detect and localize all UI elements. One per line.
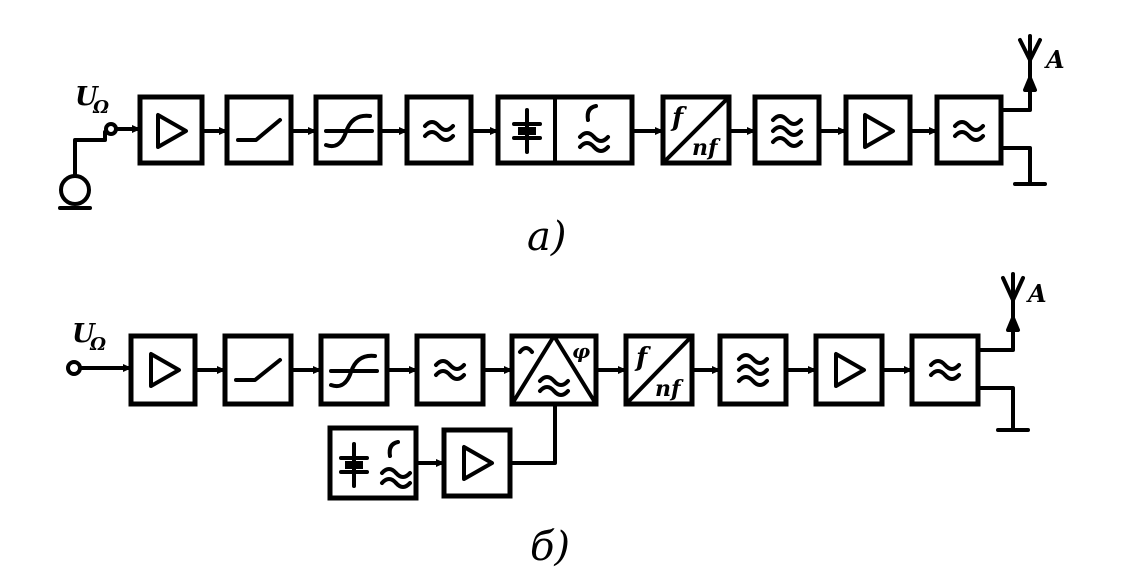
input-label-a: U: [75, 82, 99, 112]
amplifier-icon: [156, 113, 188, 149]
amplifier-icon: [462, 445, 494, 481]
multiplier-label-nf-a: nf: [692, 135, 721, 161]
multiplier-label-f-a: f: [670, 103, 687, 133]
generator-symbol: [59, 174, 91, 206]
input-subscript-b: Ω: [89, 334, 106, 355]
crystal-icon: [339, 442, 369, 488]
caption-a: a): [527, 214, 566, 260]
amplifier-icon: [863, 113, 895, 149]
generator-wave-icon: [380, 440, 412, 489]
bandpass-block-a: [752, 94, 822, 166]
diagram-b: U Ω φ f nf: [66, 272, 1047, 570]
limiter-block-a: [224, 94, 294, 166]
amplifier-block-b2: [813, 333, 885, 407]
caption-b: б): [530, 524, 570, 570]
filter-block-a1: [404, 94, 474, 166]
crystal-icon: [512, 108, 542, 154]
generator-wave-icon: [578, 104, 610, 153]
multiplier-label-nf-b: nf: [655, 376, 684, 402]
input-subscript-a: Ω: [92, 97, 109, 118]
antenna-symbol-b: [1001, 272, 1025, 302]
antenna-symbol-a: [1018, 34, 1042, 62]
modulator-phi-label: φ: [572, 339, 590, 363]
multiplier-label-f-b: f: [634, 343, 651, 373]
output-filter-block-b: [909, 333, 981, 407]
limiter-icon: [234, 358, 282, 382]
diagram-a: U Ω f: [58, 34, 1065, 260]
amplifier-block-a1: [137, 94, 205, 166]
antenna-label-b: A: [1026, 279, 1047, 308]
filter-block-b1: [414, 333, 486, 407]
feed-wire-b: [508, 402, 557, 465]
limiter-icon: [236, 118, 282, 142]
amplifier-block-a2: [843, 94, 913, 166]
modulator-wave-icon: [518, 346, 534, 354]
amplifier-block-b1: [128, 333, 198, 407]
input-wire-a: [73, 130, 107, 178]
output-filter-block-a: [934, 94, 1004, 166]
amplifier-icon: [149, 352, 181, 388]
antenna-label-a: A: [1044, 45, 1065, 74]
amplifier-block-b3: [441, 427, 513, 499]
amplifier-icon: [834, 352, 866, 388]
input-label-b: U: [72, 319, 96, 349]
limiter-block-b: [222, 333, 294, 407]
